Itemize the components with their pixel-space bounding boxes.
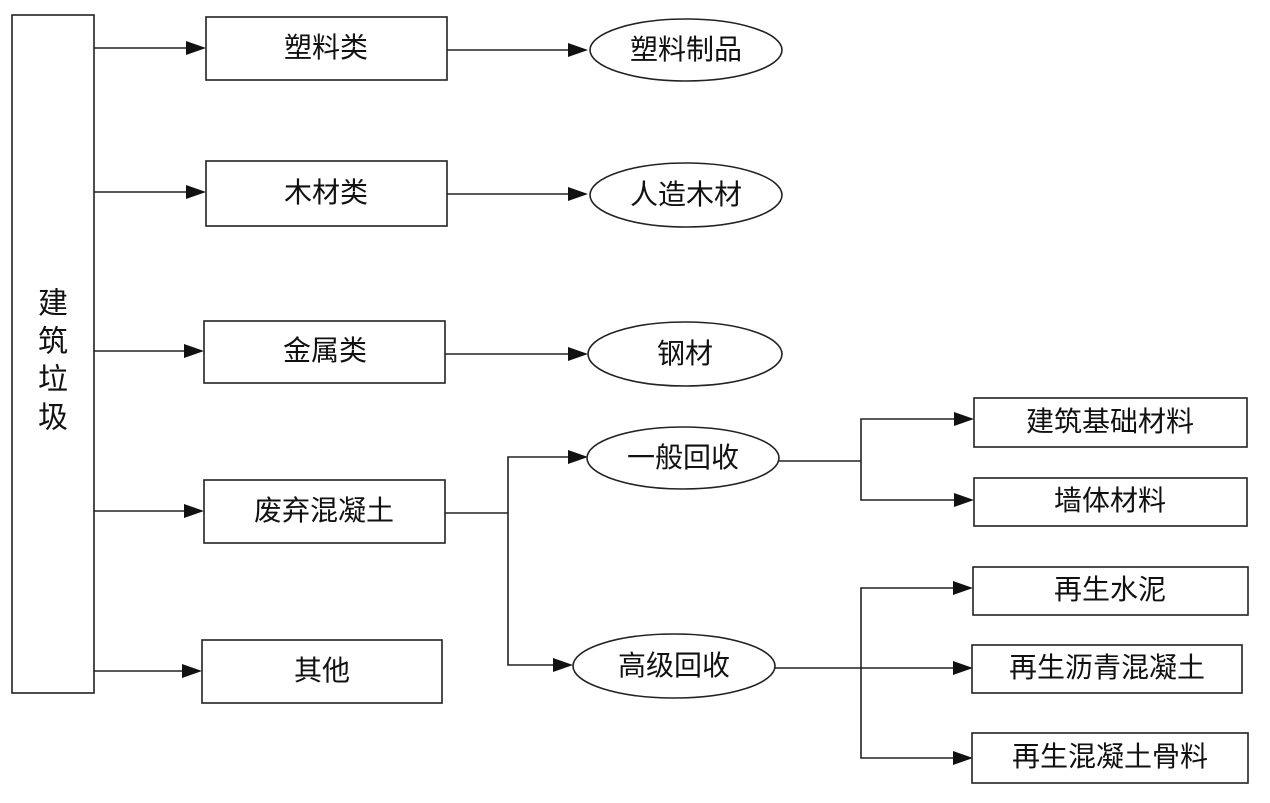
product-ellipse-metal (587, 321, 783, 387)
output-label-wall-material: 墙体材料 (1054, 484, 1166, 517)
category-box-wood (205, 160, 448, 227)
category-box-concrete (203, 479, 446, 544)
root-box (11, 14, 95, 694)
connector-general-split (860, 418, 958, 501)
product-label-wood: 人造木材 (630, 178, 742, 211)
root-label-char-4: 圾 (38, 401, 68, 436)
arrow-root-other (182, 664, 202, 678)
arrow-to-advanced-recycling (553, 658, 573, 672)
recycling-ellipse-general (586, 426, 780, 490)
category-box-metal (203, 320, 446, 384)
arrow-to-recycled-cement (953, 581, 973, 595)
root-label-char-2: 筑 (38, 325, 68, 360)
recycling-label-general: 一般回收 (627, 441, 739, 474)
recycling-label-advanced: 高级回收 (618, 649, 730, 682)
arrow-root-plastic (186, 41, 206, 55)
connector-concrete-split (507, 456, 572, 666)
category-label-plastic: 塑料类 (284, 31, 368, 64)
product-ellipse-wood (589, 162, 783, 228)
output-label-foundation-material: 建筑基础材料 (1026, 405, 1194, 438)
output-box-recycled-asphalt-concrete (971, 644, 1243, 694)
output-box-recycled-aggregate (971, 732, 1249, 784)
arrow-to-general-recycling (568, 450, 588, 464)
connector-advanced-split (860, 587, 957, 759)
arrow-root-metal (184, 344, 204, 358)
arrow-wood-product (568, 187, 588, 201)
product-label-plastic: 塑料制品 (630, 33, 742, 66)
recycling-ellipse-advanced (572, 633, 776, 699)
category-box-other (201, 639, 443, 704)
output-label-recycled-asphalt-concrete: 再生沥青混凝土 (1009, 651, 1205, 684)
product-label-metal: 钢材 (657, 337, 713, 370)
output-box-recycled-cement (972, 566, 1249, 616)
output-label-recycled-cement: 再生水泥 (1054, 573, 1166, 606)
arrow-metal-product (568, 347, 588, 361)
output-label-recycled-aggregate: 再生混凝土骨料 (1012, 740, 1208, 773)
output-box-wall-material (973, 477, 1248, 527)
category-label-metal: 金属类 (283, 334, 367, 367)
root-label-char-3: 垃 (38, 363, 68, 398)
category-label-concrete: 废弃混凝土 (254, 494, 394, 527)
arrow-to-recycled-aggregate (953, 751, 973, 765)
arrow-to-wall-material (954, 493, 974, 507)
category-label-wood: 木材类 (284, 176, 368, 209)
arrow-to-foundation-material (954, 412, 974, 426)
arrow-to-recycled-asphalt-concrete (953, 661, 973, 675)
arrow-plastic-product (568, 43, 588, 57)
root-label-char-1: 建 (38, 287, 68, 322)
output-box-foundation-material (973, 397, 1248, 448)
arrow-root-concrete (184, 504, 204, 518)
category-box-plastic (205, 16, 448, 81)
category-label-other: 其他 (294, 654, 350, 687)
product-ellipse-plastic (589, 18, 783, 82)
arrow-root-wood (186, 185, 206, 199)
